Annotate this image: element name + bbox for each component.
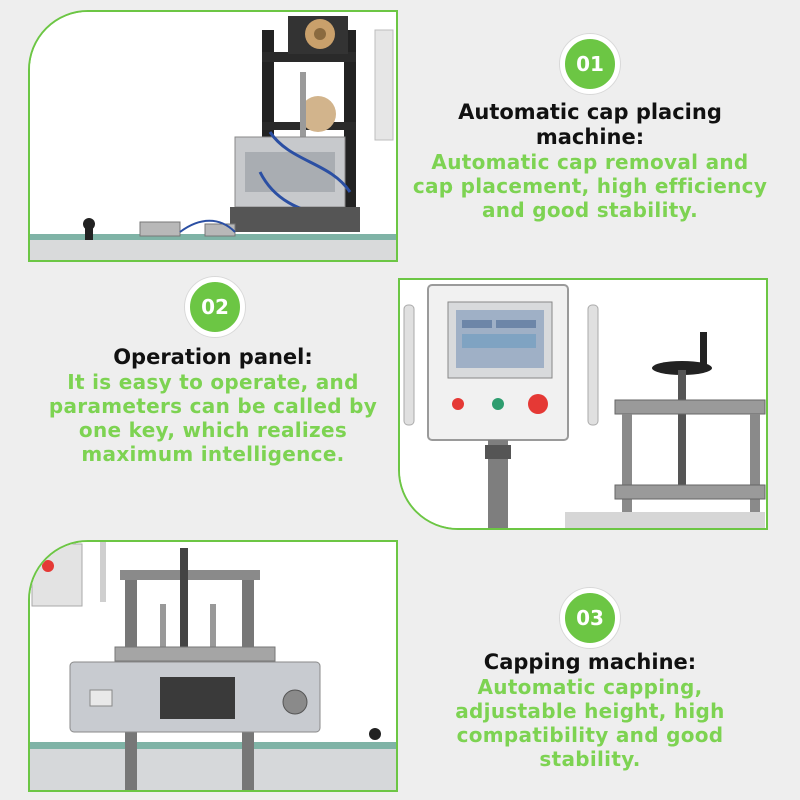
- section-2-title: Operation panel:: [113, 345, 313, 369]
- section-3-number-badge: 03: [560, 588, 620, 648]
- section-3-text: Capping machine: Automatic capping, adju…: [405, 650, 775, 771]
- section-2-number: 02: [201, 295, 229, 319]
- section-2-description: It is easy to operate, and parameters ca…: [48, 370, 378, 466]
- operation-panel-photo: [398, 278, 768, 530]
- capping-machine-photo: [28, 540, 398, 792]
- section-3-description: Automatic capping, adjustable height, hi…: [455, 675, 725, 771]
- section-1-description: Automatic cap removal and cap placement,…: [412, 150, 768, 222]
- section-1-title: Automatic cap placing machine:: [458, 100, 722, 149]
- section-2-text: Operation panel: It is easy to operate, …: [28, 345, 398, 466]
- section-1-number: 01: [576, 52, 604, 76]
- section-2-number-badge: 02: [185, 277, 245, 337]
- section-3-number: 03: [576, 606, 604, 630]
- cap-placing-machine-photo: [28, 10, 398, 262]
- section-1-number-badge: 01: [560, 34, 620, 94]
- section-1-text: Automatic cap placing machine: Automatic…: [405, 100, 775, 222]
- section-3-title: Capping machine:: [483, 650, 697, 674]
